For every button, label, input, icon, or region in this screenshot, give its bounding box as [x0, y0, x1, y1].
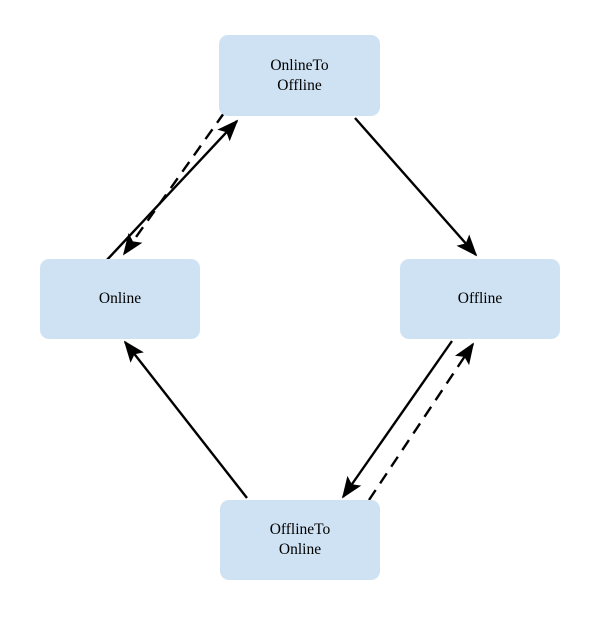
- edge-onlinetooffline-to-online[interactable]: [122, 112, 225, 256]
- edges-group: [104, 112, 478, 501]
- node-online-label: Online: [98, 290, 142, 308]
- edge-offlinetoonline-to-online[interactable]: [123, 340, 248, 499]
- node-online-to-offline-label: OnlineTo Offline: [270, 56, 329, 94]
- node-offline-label: Offline: [457, 290, 503, 308]
- node-offline-to-online-label: OfflineTo Online: [269, 521, 331, 558]
- edge-onlinetooffline-to-offline[interactable]: [354, 117, 478, 257]
- node-online-to-offline[interactable]: OnlineTo Offline: [219, 35, 380, 116]
- node-online[interactable]: Online: [40, 259, 200, 339]
- node-offline-to-online[interactable]: OfflineTo Online: [220, 500, 380, 580]
- node-offline[interactable]: Offline: [400, 259, 560, 339]
- edge-online-to-onlinetooffline[interactable]: [104, 119, 239, 263]
- edge-offline-to-offlinetoonline[interactable]: [341, 340, 453, 499]
- edge-offlinetoonline-to-offline[interactable]: [368, 342, 474, 501]
